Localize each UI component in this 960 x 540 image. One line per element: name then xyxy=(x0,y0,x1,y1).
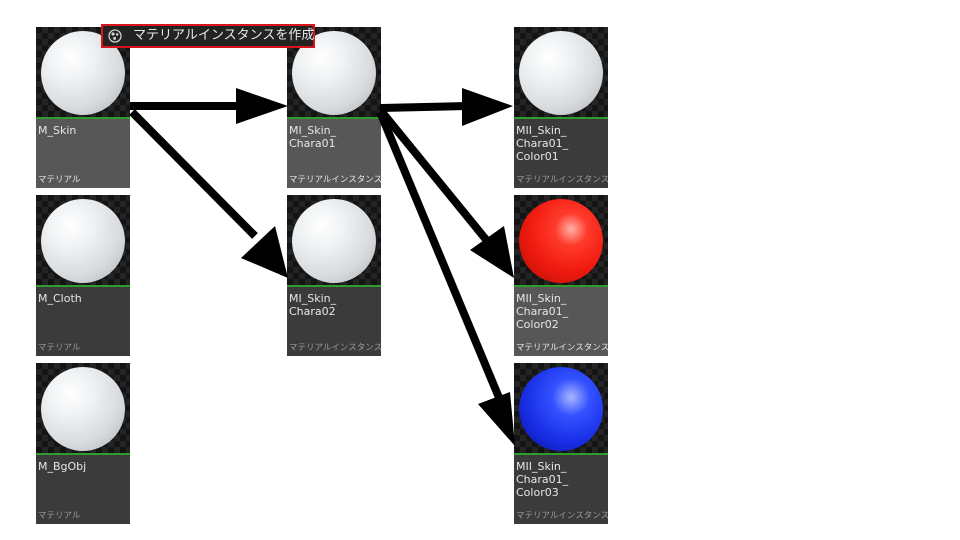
arrowhead xyxy=(462,88,513,126)
arrow-mi-skin-chara01-to-mii-color01 xyxy=(380,106,468,108)
arrowhead xyxy=(236,88,288,124)
arrowhead xyxy=(478,392,515,446)
arrow-mi-skin-chara01-to-mii-color02 xyxy=(382,112,488,242)
arrow-m-skin-to-mi-skin-chara02 xyxy=(132,112,255,236)
